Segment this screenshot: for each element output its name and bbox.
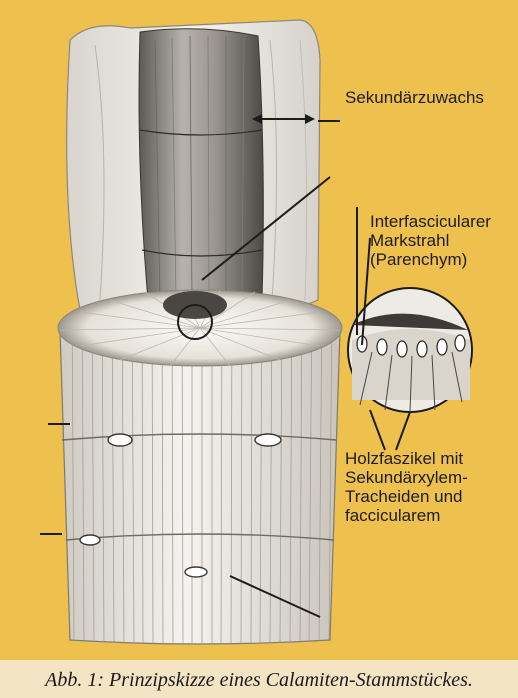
label-line: faccicularem: [345, 506, 468, 525]
label-line: Holzfaszikel mit: [345, 449, 468, 468]
label-secondary-growth: Sekundärzuwachs: [345, 88, 484, 107]
label-line: Interfascicularer: [370, 212, 491, 231]
label-wood-bundles: Holzfaszikel mit Sekundärxylem- Tracheid…: [345, 449, 468, 525]
label-line: Sekundärxylem-: [345, 468, 468, 487]
detail-magnifier: [348, 288, 472, 412]
cross-section-disc: [58, 290, 342, 366]
label-line: Markstrahl: [370, 231, 491, 250]
label-line: Tracheiden und: [345, 487, 468, 506]
label-line: (Parenchym): [370, 250, 491, 269]
central-core: [139, 29, 263, 306]
label-interfascicular-ray: Interfascicularer Markstrahl (Parenchym): [370, 212, 491, 269]
figure-caption: Abb. 1: Prinzipskizze eines Calamiten-St…: [0, 669, 518, 692]
calamites-diagram: Sekundärzuwachs Interfascicularer Markst…: [0, 0, 518, 660]
